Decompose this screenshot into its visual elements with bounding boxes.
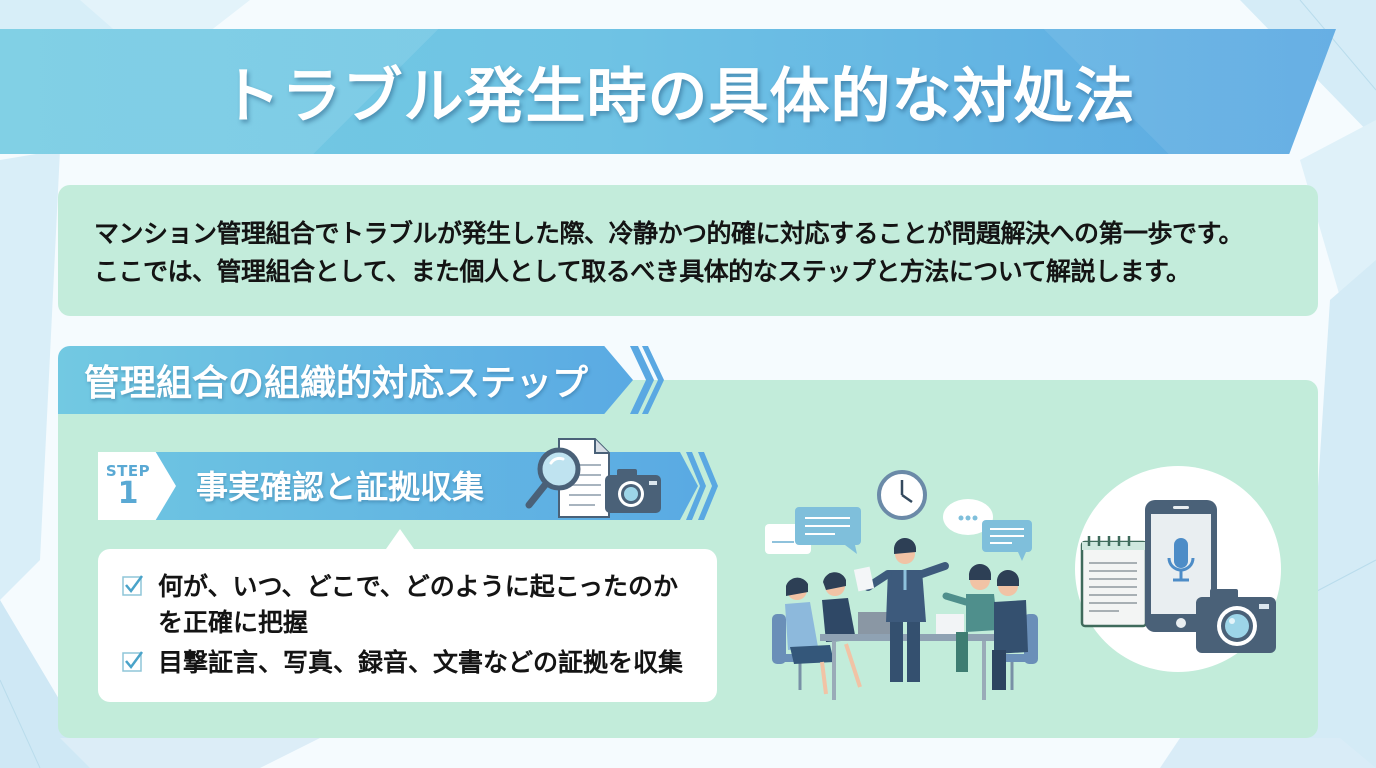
bullet-item: 何が、いつ、どこで、どのように起こったのかを正確に把握 [122,569,717,641]
step-title: 事実確認と証拠収集 [196,468,485,506]
step-number: 1 [117,476,139,511]
page-title: トラブル発生時の具体的な対処法 [220,62,1136,132]
intro-box: マンション管理組合でトラブルが発生した際、冷静かつ的確に対応することが問題解決へ… [58,185,1318,316]
bullet-text: 何が、いつ、どこで、どのように起こったのかを正確に把握 [158,572,679,637]
double-chevron-icon [686,452,718,520]
checkbox-checked-icon [122,651,144,672]
title-banner: トラブル発生時の具体的な対処法 [0,29,1336,154]
team-meeting-illustration [765,470,1038,700]
notebook-phone-recorder-camera-illustration [1080,500,1276,653]
checkbox-checked-icon [122,575,144,596]
section-header: 管理組合の組織的対応ステップ [58,346,633,414]
section-title: 管理組合の組織的対応ステップ [84,363,589,404]
intro-line-2: ここでは、管理組合として、また個人として取るべき具体的なステップと方法について解… [94,257,1191,286]
magnifier-document-camera-icon [525,438,661,518]
bullet-text: 目撃証言、写真、録音、文書などの証拠を収集 [158,648,684,677]
double-chevron-icon [630,346,664,414]
step-label: STEP [105,462,151,480]
bullet-item: 目撃証言、写真、録音、文書などの証拠を収集 [122,645,717,681]
step-details-card: 何が、いつ、どこで、どのように起こったのかを正確に把握 目撃証言、写真、録音、文… [98,529,717,702]
intro-line-1: マンション管理組合でトラブルが発生した際、冷静かつ的確に対応することが問題解決へ… [94,219,1244,248]
